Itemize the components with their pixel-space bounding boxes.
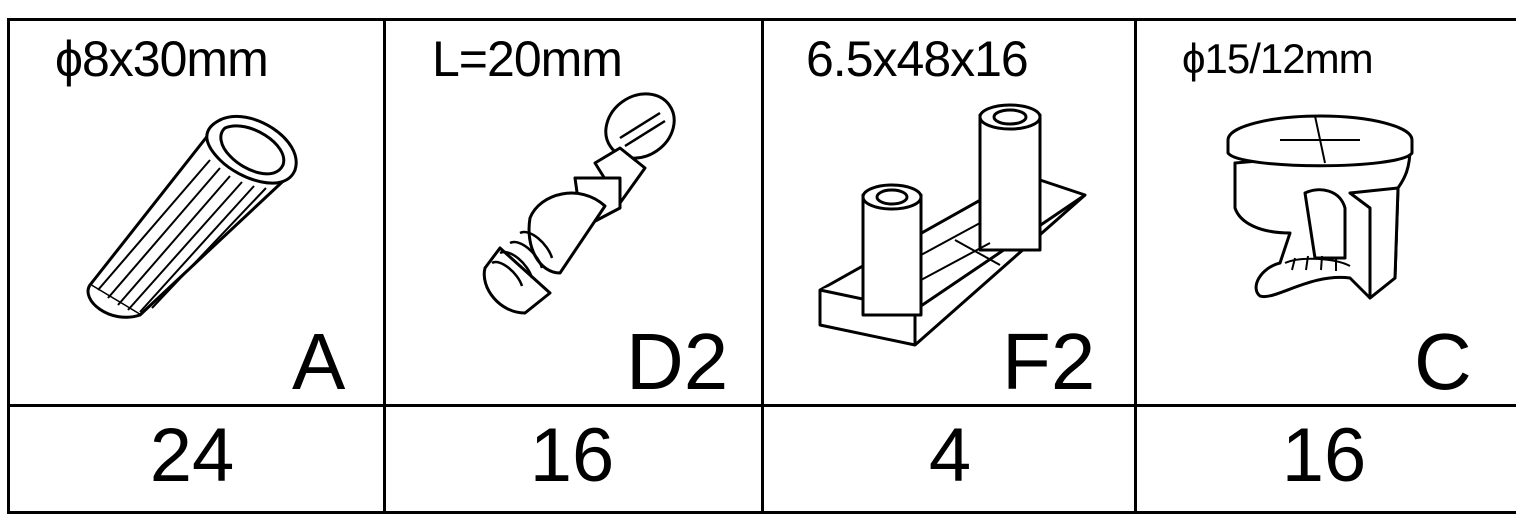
part-spec: ϕ15/12mm [1182, 35, 1374, 82]
part-spec: L=20mm [432, 31, 623, 87]
part-code: F2 [1002, 317, 1096, 406]
part-code: A [292, 317, 346, 406]
part-spec: 6.5x48x16 [806, 31, 1029, 87]
part-spec: ϕ8x30mm [55, 31, 269, 87]
part-quantity: 16 [529, 413, 615, 498]
part-quantity: 16 [1281, 413, 1367, 498]
part-code: C [1414, 317, 1472, 406]
wooden-dowel-icon [70, 100, 310, 330]
cam-lock-icon [1220, 108, 1420, 303]
column-divider [1134, 18, 1137, 514]
cam-bolt-icon [470, 88, 690, 328]
column-divider [383, 18, 386, 514]
shelf-support-icon [815, 105, 1090, 350]
part-quantity: 4 [928, 413, 972, 498]
part-quantity: 24 [149, 413, 235, 498]
row-divider [7, 404, 1516, 407]
part-code: D2 [626, 317, 729, 406]
column-divider [761, 18, 764, 514]
